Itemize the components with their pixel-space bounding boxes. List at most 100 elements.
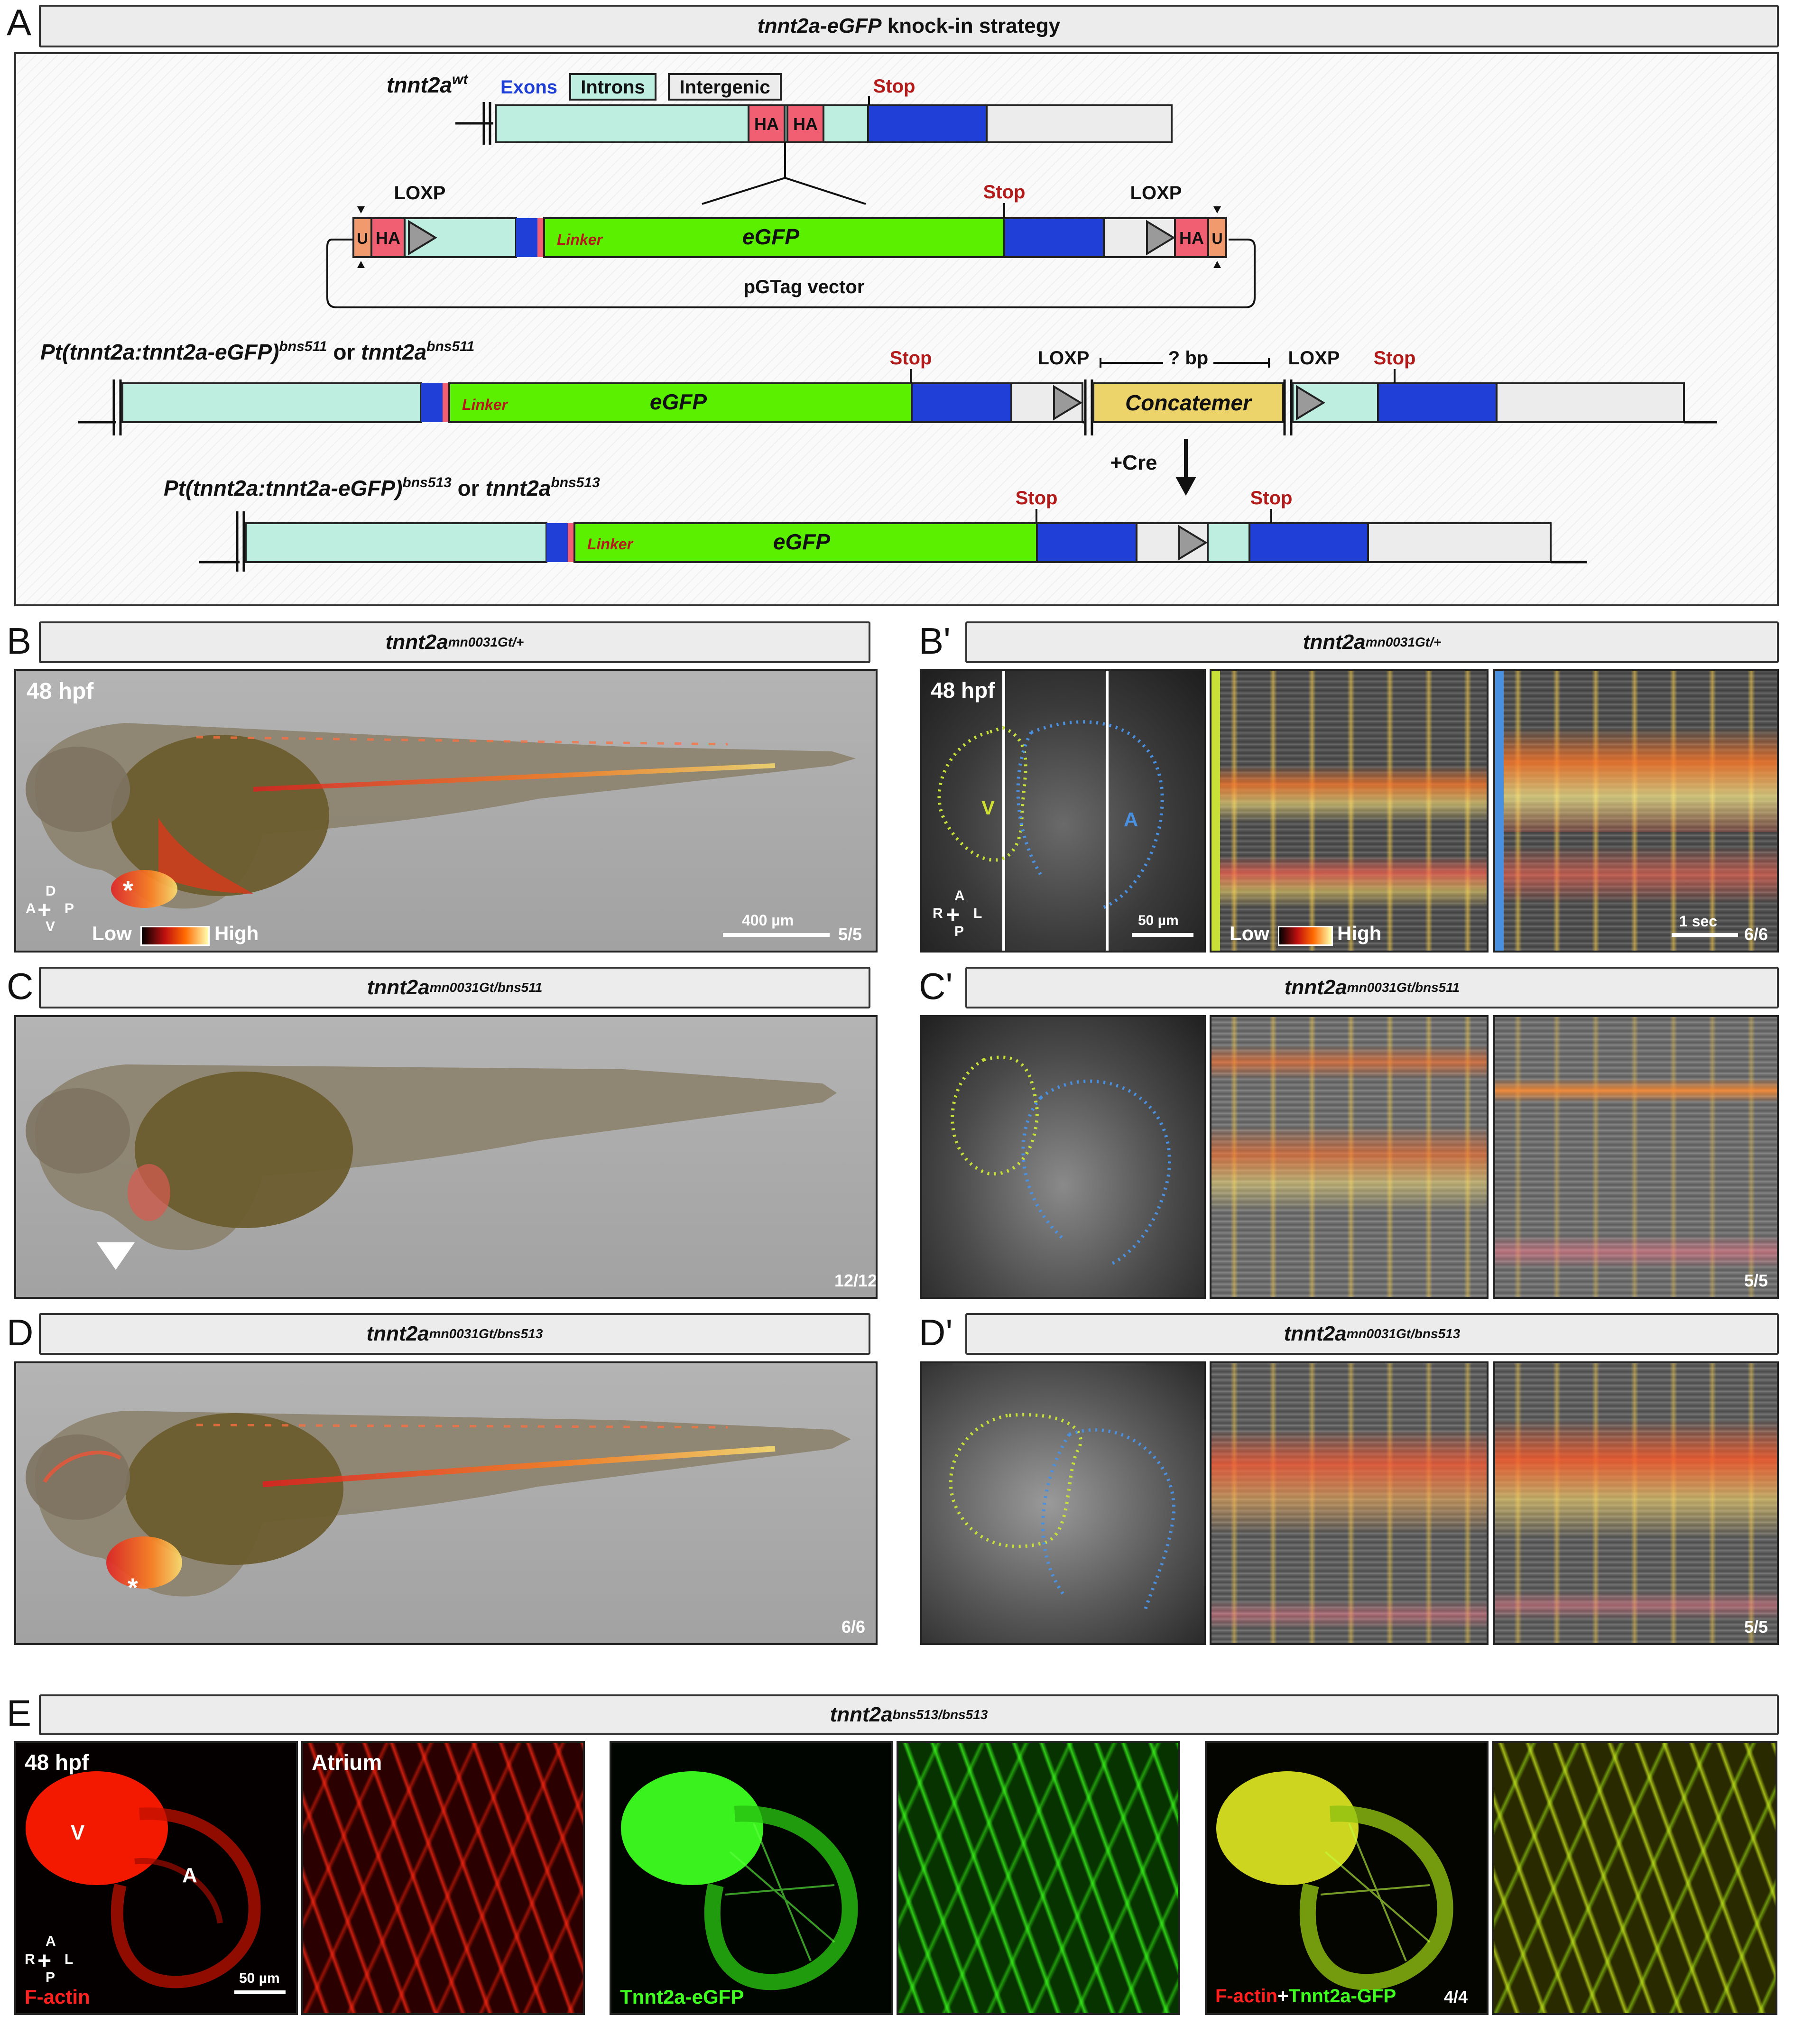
svg-text:LOXP: LOXP (1038, 348, 1090, 369)
svg-text:eGFP: eGFP (650, 389, 707, 414)
legend-exons: Exons (500, 77, 557, 98)
concatemer-box (1092, 382, 1284, 423)
b-high: High (214, 922, 259, 944)
b2-kymo-ventricle: Low High (1210, 669, 1489, 953)
bns513-label: Pt(tnnt2a:tnnt2a-eGFP)bns513 or tnnt2abn… (164, 475, 600, 500)
svg-text:U: U (1211, 230, 1222, 247)
b-scale-label: 400 µm (742, 912, 794, 929)
b2-axis-cross-icon: + (946, 901, 960, 928)
b2-heat-scale (1278, 926, 1333, 946)
b2-atrium-strip (1495, 671, 1504, 951)
panel-b2-letter: B' (919, 620, 951, 662)
construct-diagram: Exons Introns Intergenic tnnt2awt HA HA … (40, 72, 1717, 572)
b-low: Low (92, 922, 132, 944)
b-stage: 48 hpf (27, 679, 94, 704)
panel-c-image: 12/12 (14, 1015, 878, 1299)
legend-introns: Introns (581, 77, 645, 98)
svg-text:eGFP: eGFP (773, 529, 830, 554)
b2-atrium-label: A (1124, 808, 1138, 831)
cre-label: +Cre (1110, 451, 1157, 474)
c2-kymo-ventricle (1210, 1015, 1489, 1299)
legend-intergenic-box (668, 73, 782, 101)
svg-text:Stop: Stop (890, 348, 932, 369)
e-factin-label: F-actin (25, 1986, 90, 2008)
panel-c-letter: C (7, 965, 34, 1007)
b-axis-d: D (46, 883, 56, 899)
panel-a-title-italic: tnnt2a-eGFP (757, 14, 882, 37)
panel-c2-heart (920, 1015, 1206, 1299)
vector-stop: Stop (983, 182, 1026, 203)
svg-text:HA: HA (376, 228, 400, 248)
c-arrowhead-icon (97, 1242, 135, 1270)
svg-text:LOXP: LOXP (1288, 348, 1340, 369)
e-merge-atrium-zoom (1492, 1741, 1777, 2015)
svg-text:Stop: Stop (1016, 488, 1058, 509)
e-axis-cross-icon: + (37, 1947, 52, 1974)
vector-ha-left (370, 217, 406, 258)
e-merge-label: F-actin+Tnnt2a-GFP (1215, 1986, 1396, 2007)
panel-a-title-rest: knock-in strategy (881, 14, 1061, 37)
e-atrium-label: A (182, 1864, 197, 1887)
b2-ventricle-strip (1211, 671, 1220, 951)
vector-ha-right (1174, 217, 1209, 258)
wt-ha-2 (786, 104, 824, 143)
wt-intergenic (986, 104, 1173, 143)
panel-b-image: 48 hpf * D A + P V Low High 400 µm 5/5 (14, 669, 878, 953)
legend-introns-box (569, 73, 657, 101)
b2-ventricle-label: V (981, 796, 995, 819)
bns513-egfp (573, 522, 1038, 563)
vector-loxp-right: LOXP (1130, 183, 1182, 203)
d2-kymo-atrium: 5/5 (1493, 1361, 1779, 1645)
vector-egfp (543, 217, 1005, 258)
b-scale-bar (723, 933, 830, 937)
wt-label: tnnt2awt (387, 72, 469, 97)
panel-a-title: tnnt2a-eGFP knock-in strategy (39, 5, 1779, 47)
panel-b-letter: B (7, 620, 32, 662)
svg-text:Stop: Stop (1374, 348, 1416, 369)
vector-loxp-left: LOXP (394, 183, 446, 203)
svg-text:HA: HA (1179, 228, 1204, 248)
panel-e-letter: E (7, 1692, 32, 1734)
vector-label: pGTag vector (744, 277, 865, 297)
b-heat-scale (140, 926, 210, 946)
panel-a-letter: A (7, 1, 32, 43)
b-axis-v: V (46, 919, 55, 934)
panel-b2-heart: 48 hpf V A A R + L P 50 µm (920, 669, 1206, 953)
d-asterisk-icon: * (128, 1572, 138, 1602)
svg-text:HA: HA (754, 114, 779, 134)
e-factin-atrium-zoom: Atrium (301, 1741, 585, 2015)
wt-stop: Stop (873, 76, 915, 97)
b-count: 5/5 (838, 925, 862, 944)
e-gfp-label: Tnnt2a-eGFP (620, 1986, 744, 2008)
svg-text:Stop: Stop (1250, 488, 1293, 509)
b-axis-a: A (26, 901, 36, 916)
e-gfp-heart: Tnnt2a-eGFP (610, 1741, 893, 2015)
wt-ha-1 (748, 104, 786, 143)
e-gfp-atrium-zoom (897, 1741, 1180, 2015)
concatemer-label: Concatemer (1125, 390, 1252, 415)
bns511-egfp (448, 382, 913, 423)
legend-intergenic: Intergenic (679, 77, 770, 98)
e-ventricle-label: V (71, 1821, 85, 1844)
e-factin-heart: 48 hpf V A A R + L P F-actin 50 µm (14, 1741, 298, 2015)
svg-text:Linker: Linker (587, 536, 634, 553)
svg-text:U: U (357, 230, 368, 247)
d2-kymo-ventricle (1210, 1361, 1489, 1645)
bns511-label: Pt(tnnt2a:tnnt2a-eGFP)bns511 or tnnt2abn… (40, 339, 474, 364)
b-axis-p: P (65, 901, 74, 916)
b2-kymo-atrium: 1 sec 6/6 (1493, 669, 1779, 953)
b-asterisk-icon: * (123, 875, 133, 905)
embryo-b (26, 723, 856, 909)
wt-exon (867, 104, 988, 143)
e-merge-heart: F-actin+Tnnt2a-GFP 4/4 (1205, 1741, 1489, 2015)
panel-d-letter: D (7, 1312, 34, 1353)
svg-text:Linker: Linker (462, 396, 509, 413)
c2-kymo-atrium: 5/5 (1493, 1015, 1779, 1299)
panel-d2-letter: D' (919, 1312, 953, 1353)
panel-d-image: * 6/6 (14, 1361, 878, 1645)
